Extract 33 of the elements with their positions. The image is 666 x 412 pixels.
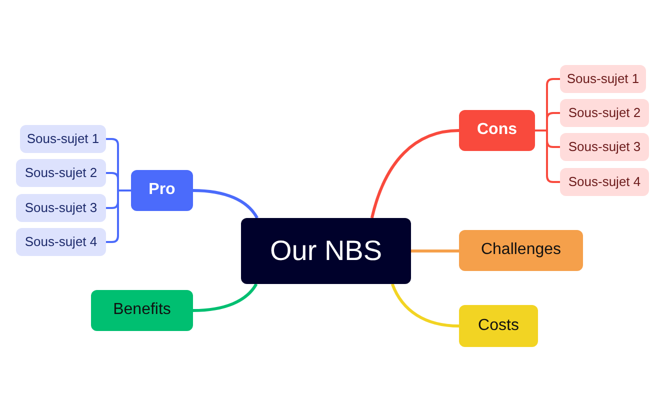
connector-line <box>411 250 459 252</box>
subtopic-box <box>16 194 106 222</box>
connector-line <box>370 129 460 218</box>
topic-label: Sous-sujet 1 <box>566 72 640 86</box>
subtopic-box <box>20 125 106 153</box>
topic-label: Sous-sujet 3 <box>568 140 641 154</box>
topic-label: Sous-sujet 4 <box>568 174 641 190</box>
subtopic-box <box>560 168 649 196</box>
subtopic-box <box>560 99 649 127</box>
topic-label: Sous-sujet 2 <box>24 166 98 180</box>
main-topic-box <box>91 290 193 331</box>
main-topic-box <box>459 305 538 347</box>
connector-line <box>390 283 460 328</box>
subtopic-box <box>560 133 649 161</box>
subtopic-box <box>560 65 646 93</box>
topic-label: Pro <box>148 181 176 200</box>
connector-line <box>192 189 258 219</box>
topic-label: Sous-sujet 4 <box>24 234 98 250</box>
topic-label: Cons <box>477 121 517 140</box>
topic-label: Challenges <box>480 241 562 260</box>
main-topic-box <box>459 230 583 271</box>
topic-label: Sous-sujet 2 <box>568 106 641 120</box>
connector-line <box>192 283 258 312</box>
main-topic-box <box>459 110 535 151</box>
topic-label: Sous-sujet 3 <box>24 200 98 216</box>
topic-label: Costs <box>478 316 519 336</box>
topic-label: Our NBS <box>270 234 382 268</box>
main-topic-box <box>131 170 193 211</box>
topic-label: Benefits <box>113 301 171 320</box>
central-topic-box <box>241 218 411 284</box>
subtopic-box <box>16 228 106 256</box>
topic-label: Sous-sujet 1 <box>26 132 100 146</box>
subtopic-box <box>16 159 106 187</box>
